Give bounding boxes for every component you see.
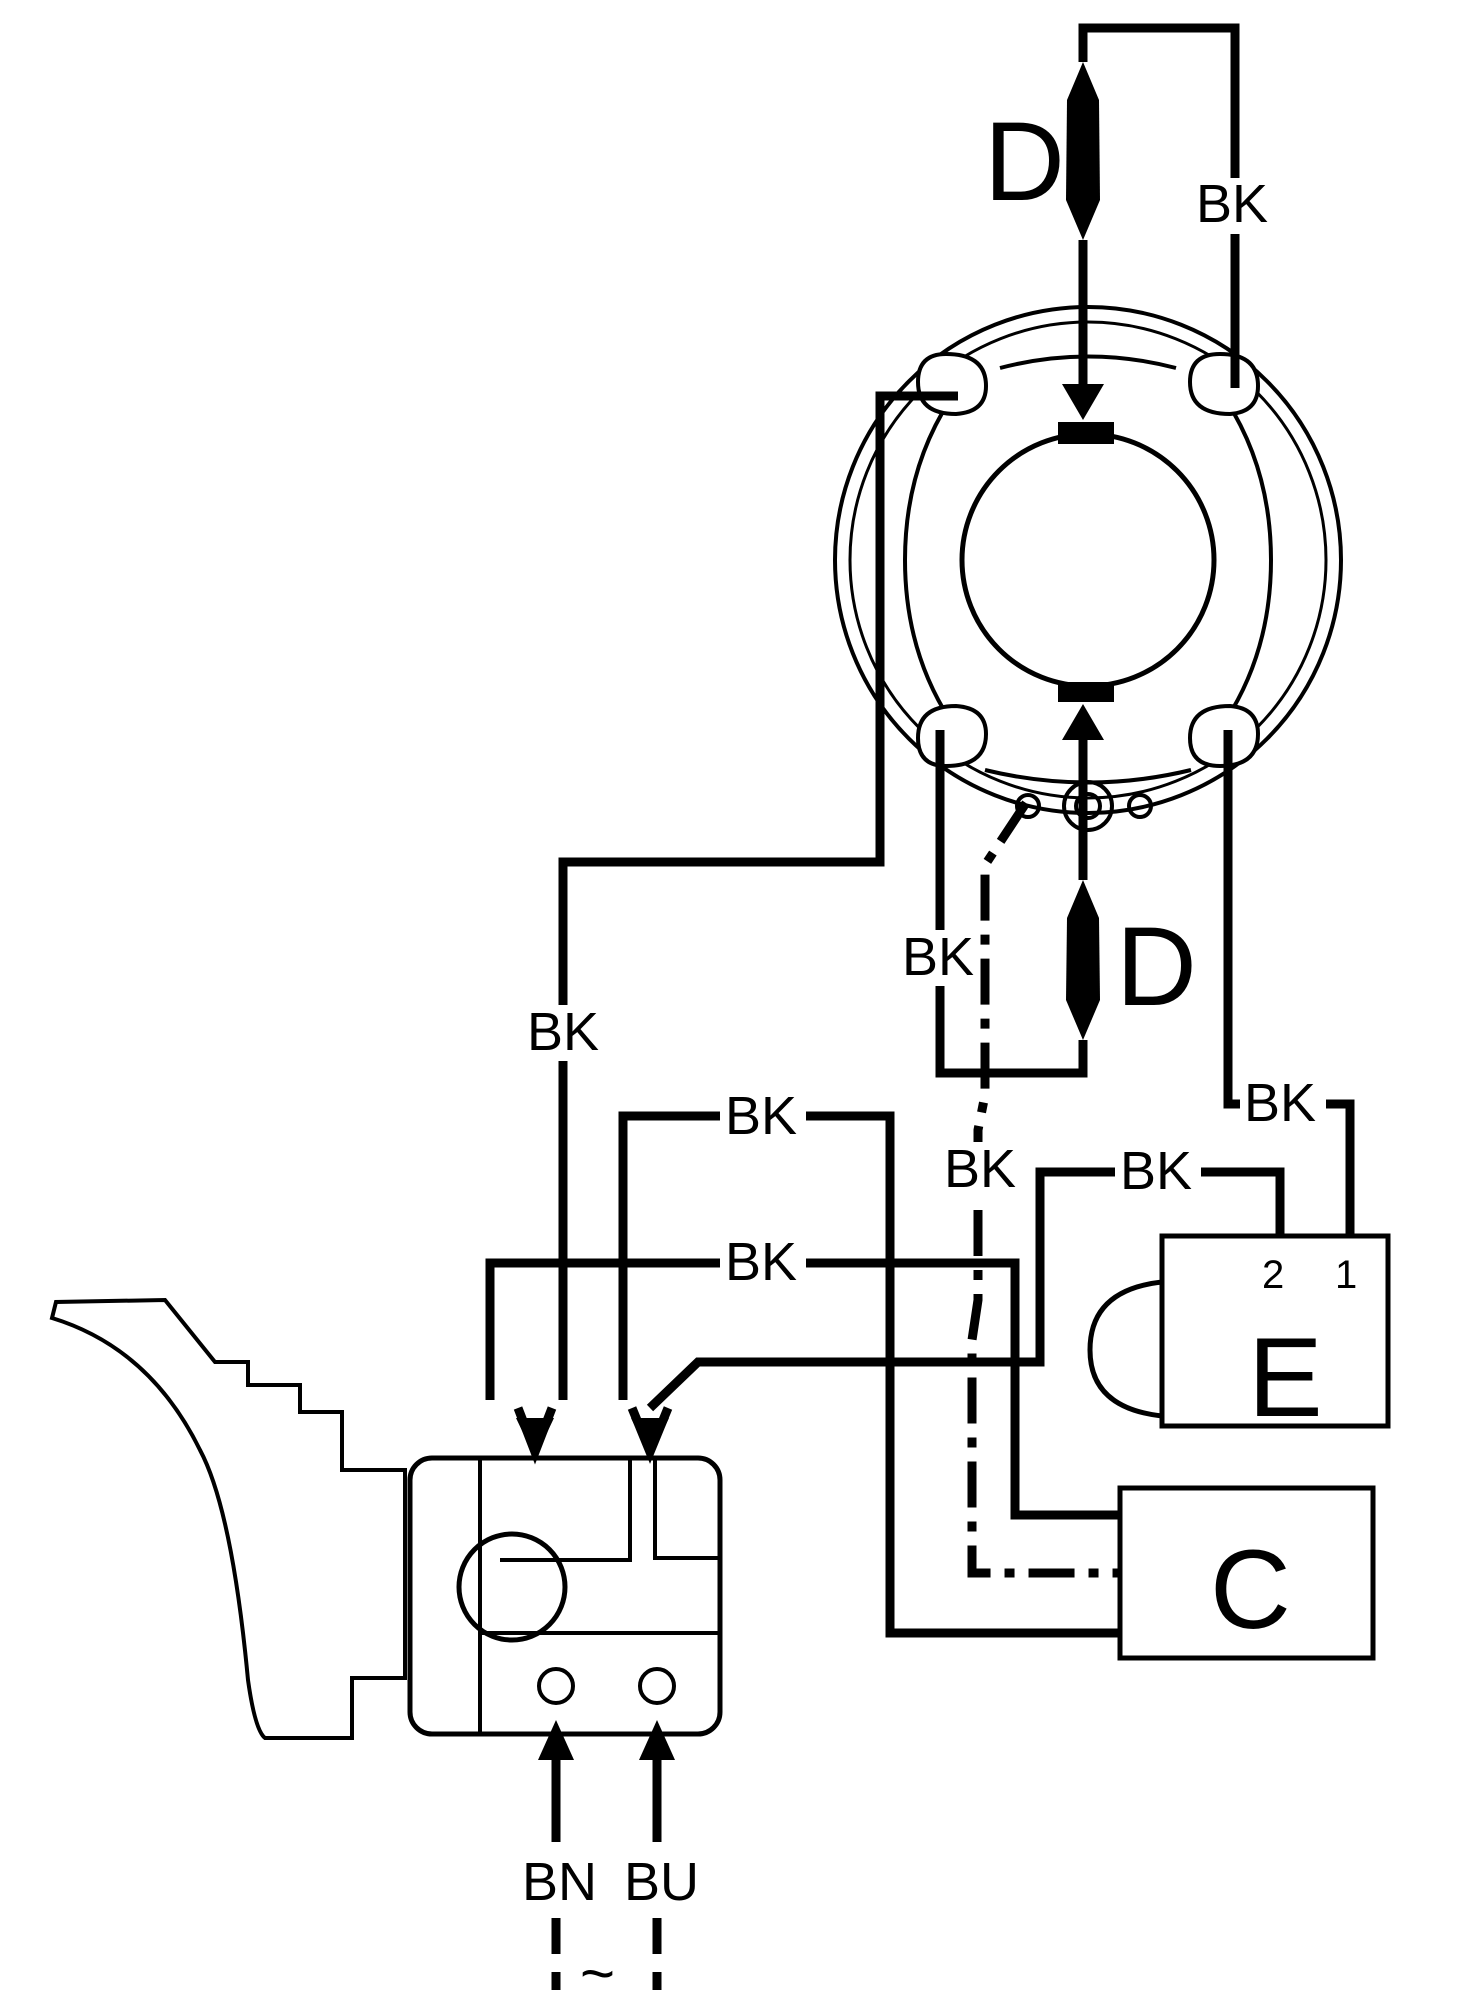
label-bk-upper-loop: BK xyxy=(725,1086,797,1146)
trigger-switch xyxy=(49,1297,723,1740)
wire-switch-to-capacitor-upper xyxy=(618,1111,1120,1638)
wire-lower-left-pole-to-brush xyxy=(935,730,1088,1078)
label-bk-left-long: BK xyxy=(527,1002,599,1062)
brush-bottom xyxy=(1066,880,1100,1040)
switch-terminal-blue xyxy=(638,1667,676,1705)
arrow-supply-blue xyxy=(639,1720,675,1760)
module-dome xyxy=(1087,1279,1163,1419)
label-module-e: E xyxy=(1248,1315,1323,1440)
label-brush-bottom: D xyxy=(1116,904,1197,1029)
switch-knob xyxy=(456,1531,568,1643)
switch-body xyxy=(407,1455,723,1737)
label-bk-module-2: BK xyxy=(1120,1141,1192,1201)
trigger-lever xyxy=(49,1297,407,1740)
label-bk-top-right: BK xyxy=(1196,174,1268,234)
brush-contact-top xyxy=(1058,422,1114,444)
label-capacitor-c: C xyxy=(1210,1527,1291,1652)
arrow-supply-brown xyxy=(538,1720,574,1760)
label-bk-module-1: BK xyxy=(1244,1073,1316,1133)
electronic-module xyxy=(1087,1233,1391,1429)
stator-hole-center-inner xyxy=(1074,792,1102,820)
switch-body-divisions xyxy=(478,1458,720,1734)
stator-hole-center-outer xyxy=(1062,780,1114,832)
motor-stator xyxy=(833,305,1343,815)
label-terminal-2: 2 xyxy=(1262,1253,1284,1297)
arrow-to-commutator-bottom xyxy=(1062,704,1104,740)
module-body xyxy=(1159,1233,1391,1429)
brush-contact-bottom xyxy=(1058,682,1114,702)
wire-switch-to-capacitor-lower xyxy=(485,1258,1120,1520)
arrow-to-commutator-top xyxy=(1062,384,1104,420)
arrow-switch-left-head xyxy=(516,1418,554,1458)
label-brush-top: D xyxy=(984,99,1065,224)
wire-module-to-switch xyxy=(646,1167,1285,1412)
stator-hole-left xyxy=(1015,793,1041,819)
label-bk-lower-loop: BK xyxy=(725,1232,797,1292)
label-wire-blue: BU xyxy=(624,1852,699,1912)
label-bk-ground: BK xyxy=(944,1139,1016,1199)
ground-wire-dashed xyxy=(967,800,1120,1578)
label-ac-supply: ~ xyxy=(580,1940,615,1998)
arrow-switch-right-head xyxy=(631,1418,669,1458)
label-bk-lower-left-pole: BK xyxy=(902,927,974,987)
label-terminal-1: 1 xyxy=(1335,1253,1357,1297)
wire-lower-right-pole-to-module xyxy=(1223,730,1355,1236)
armature-rotor xyxy=(959,431,1217,689)
stator-hole-right xyxy=(1127,793,1153,819)
brush-top xyxy=(1066,62,1100,240)
capacitor-body xyxy=(1117,1485,1376,1661)
switch-terminal-brown xyxy=(537,1667,575,1705)
label-wire-brown: BN xyxy=(522,1852,597,1912)
